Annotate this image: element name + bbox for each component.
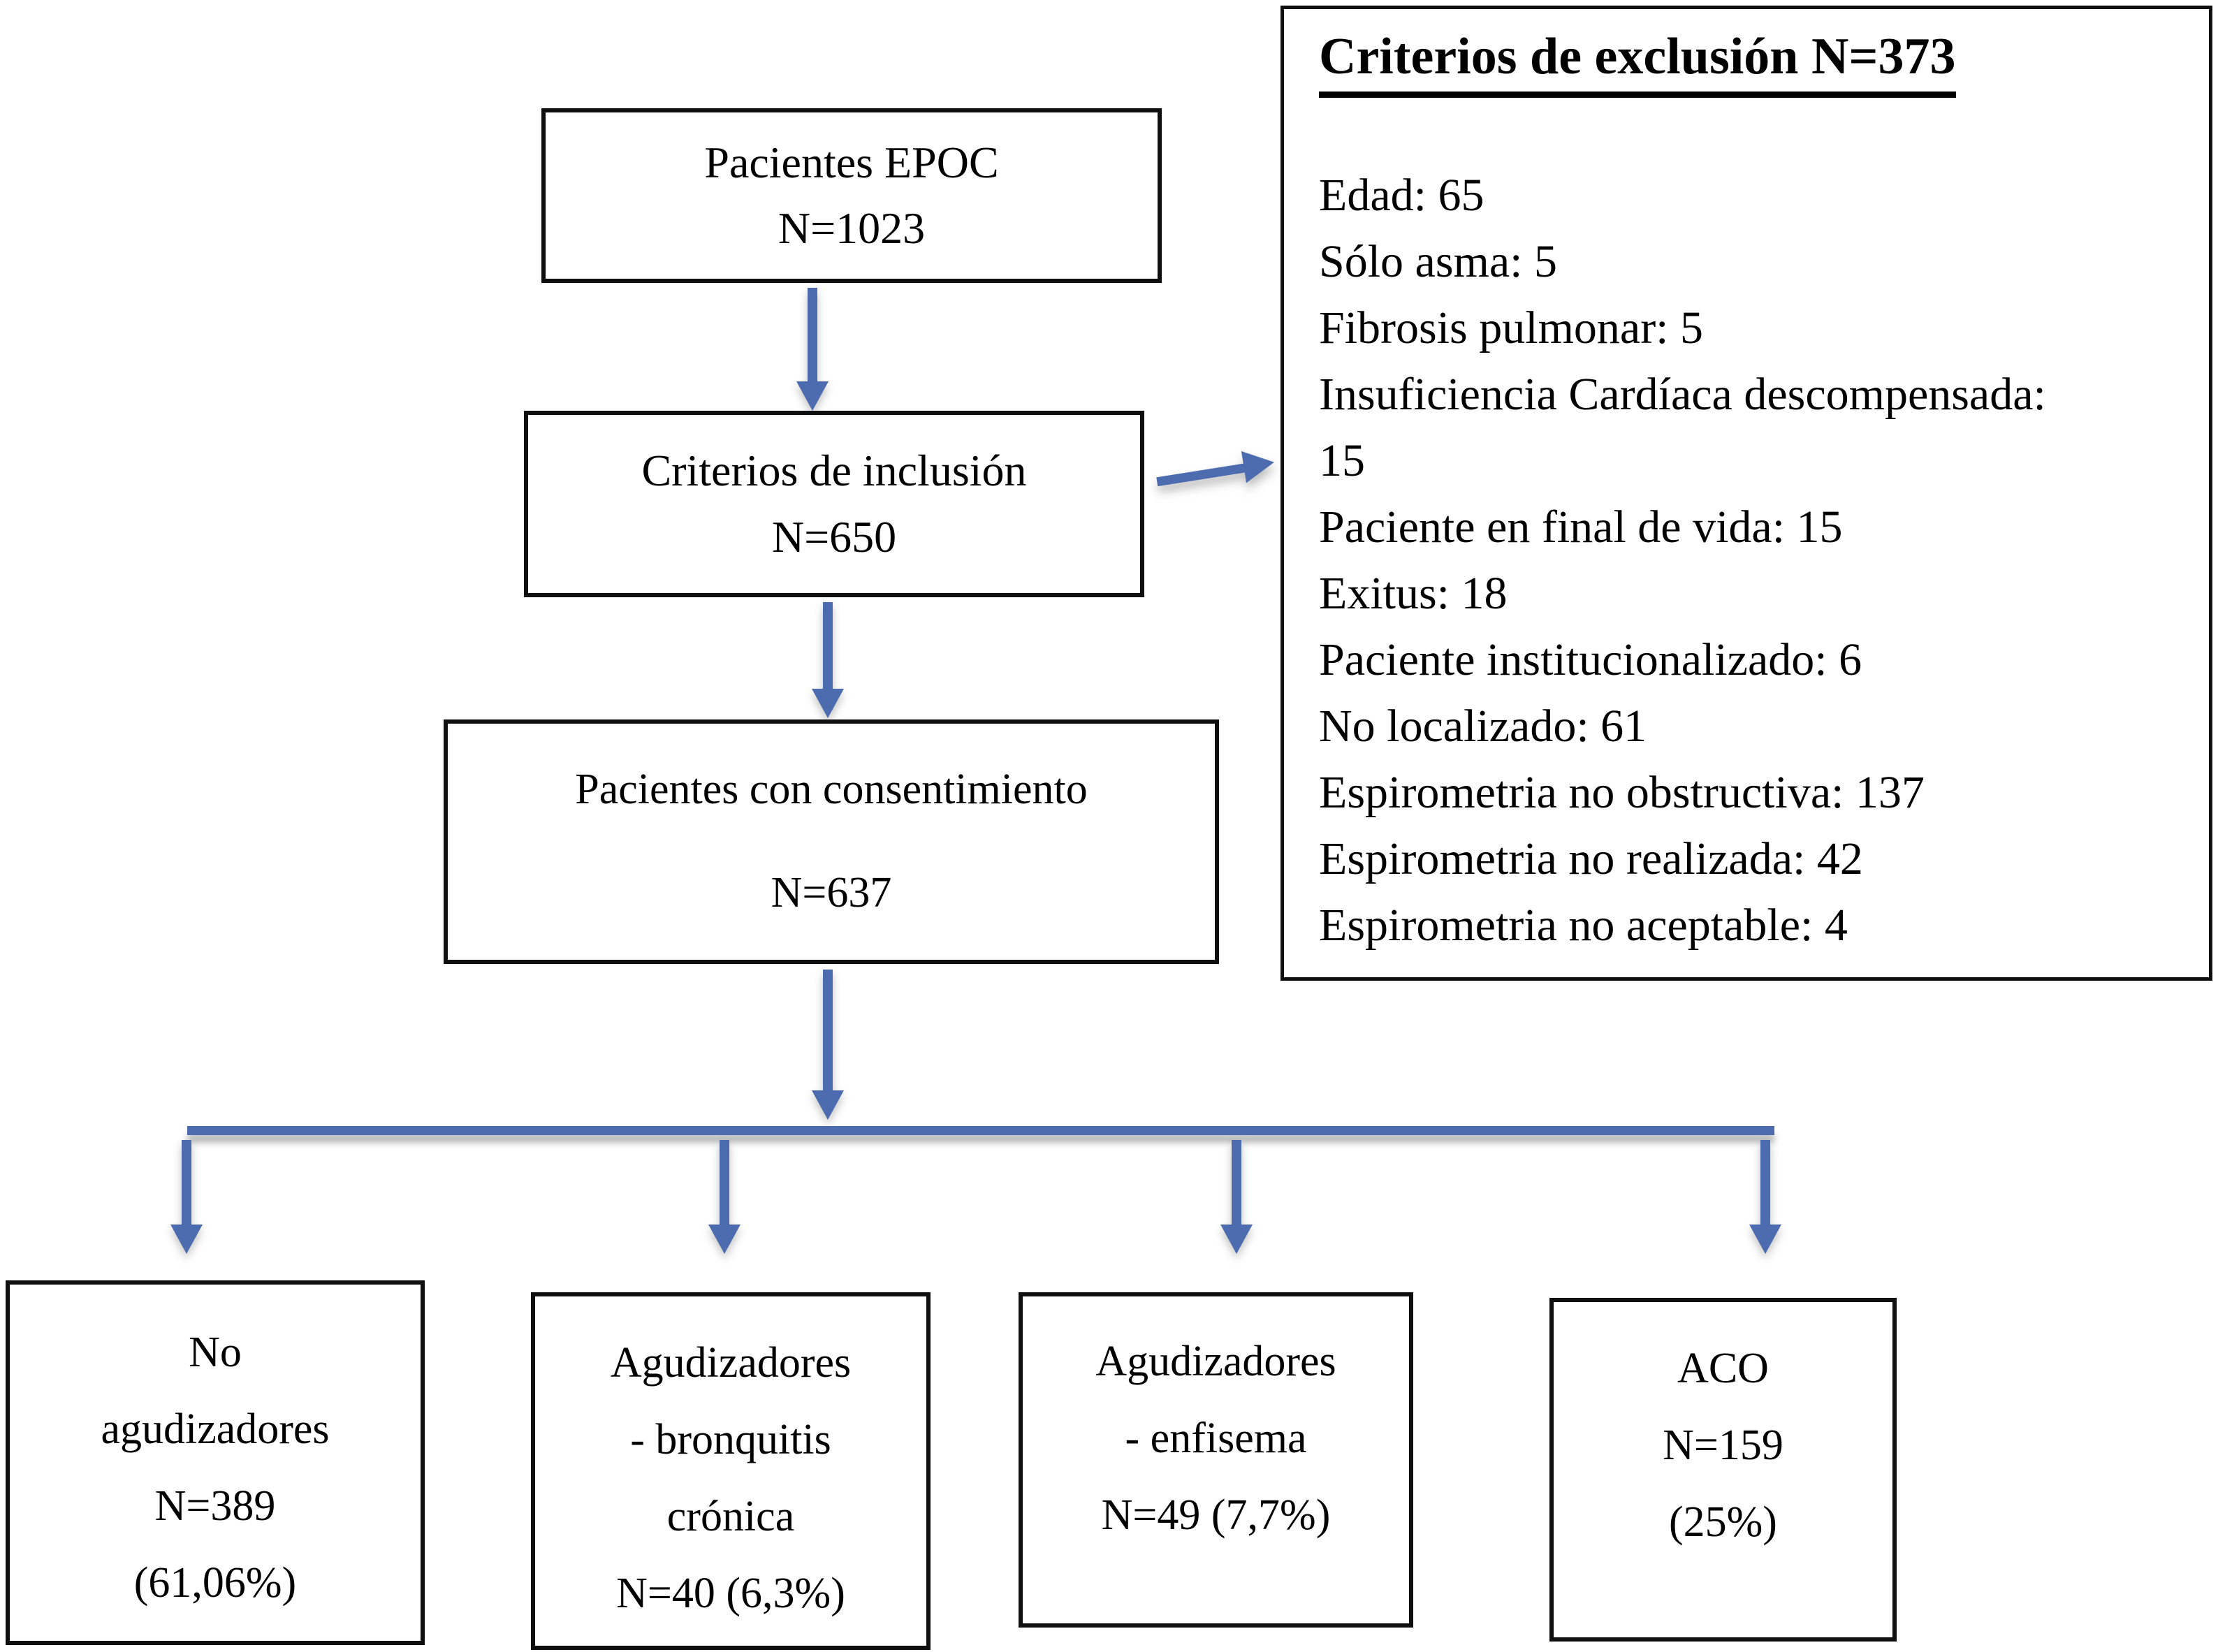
arrow-consent-to-branches-icon xyxy=(812,970,844,1120)
exclusion-item: Sólo asma: 5 xyxy=(1319,235,1557,287)
box-pacientes-consentimiento-label: Pacientes con consentimiento xyxy=(575,766,1088,814)
arrow-shaft xyxy=(1156,463,1248,487)
outcome-line: N=40 (6,3%) xyxy=(616,1570,845,1617)
exclusion-item: Exitus: 18 xyxy=(1319,567,1508,619)
box-pacientes-epoc-label: Pacientes EPOC xyxy=(704,137,999,187)
arrow-head-icon xyxy=(1220,1225,1253,1254)
box-pacientes-consentimiento: Pacientes con consentimiento N=637 xyxy=(444,719,1219,964)
exclusion-item: Insuficiencia Cardíaca descompensada: 15 xyxy=(1319,368,2046,486)
exclusion-item: Paciente institucionalizado: 6 xyxy=(1319,634,1862,685)
arrow-shaft xyxy=(808,288,817,383)
outcome-line: (61,06%) xyxy=(133,1559,297,1607)
arrow-inclusion-to-consent-icon xyxy=(812,602,844,718)
box-criterios-exclusion: Criterios de exclusión N=373 Edad: 65 Só… xyxy=(1281,6,2212,981)
outcome-line: (25%) xyxy=(1669,1498,1777,1546)
exclusion-item: Espirometria no aceptable: 4 xyxy=(1319,899,1848,951)
arrow-head-icon xyxy=(1749,1225,1781,1254)
arrow-branch-aco-icon xyxy=(1749,1140,1781,1254)
arrow-head-icon xyxy=(708,1225,740,1254)
arrow-shaft xyxy=(1760,1140,1770,1226)
outcome-line: agudizadores xyxy=(101,1405,330,1453)
exclusion-item: Fibrosis pulmonar: 5 xyxy=(1319,302,1704,353)
arrow-shaft xyxy=(182,1140,191,1226)
arrow-shaft xyxy=(823,970,833,1092)
outcome-line: N=49 (7,7%) xyxy=(1101,1491,1331,1539)
exclusion-item: Espirometria no obstructiva: 137 xyxy=(1319,766,1925,818)
outcome-line: ACO xyxy=(1677,1345,1769,1392)
exclusion-item: Paciente en final de vida: 15 xyxy=(1319,501,1843,553)
box-criterios-inclusion-count: N=650 xyxy=(771,511,897,562)
arrow-head-icon xyxy=(812,689,844,718)
arrow-branch-bronquitis-icon xyxy=(708,1140,740,1254)
box-pacientes-epoc: Pacientes EPOC N=1023 xyxy=(541,108,1162,283)
box-criterios-inclusion: Criterios de inclusión N=650 xyxy=(524,411,1144,597)
arrow-branch-no-agudizadores-icon xyxy=(170,1140,203,1254)
arrow-head-icon xyxy=(796,381,829,411)
exclusion-title: Criterios de exclusión N=373 xyxy=(1319,29,1956,98)
exclusion-item: Espirometria no realizada: 42 xyxy=(1319,833,1863,884)
box-no-agudizadores: No agudizadores N=389 (61,06%) xyxy=(6,1280,425,1645)
box-agudizadores-enfisema: Agudizadores - enfisema N=49 (7,7%) xyxy=(1019,1292,1413,1628)
box-agudizadores-bronquitis: Agudizadores - bronquitis crónica N=40 (… xyxy=(531,1292,931,1650)
outcome-line: - enfisema xyxy=(1125,1415,1307,1462)
arrow-inclusion-to-exclusion-icon xyxy=(1154,446,1277,497)
arrow-shaft xyxy=(1232,1140,1241,1226)
arrow-shaft xyxy=(823,602,833,690)
arrow-shaft xyxy=(720,1140,729,1226)
arrow-head-icon xyxy=(170,1225,203,1254)
arrow-head-icon xyxy=(1241,446,1277,483)
outcome-line: No xyxy=(189,1329,242,1376)
exclusion-list: Edad: 65 Sólo asma: 5 Fibrosis pulmonar:… xyxy=(1319,162,2094,958)
outcome-line: Agudizadores xyxy=(1095,1338,1336,1385)
arrow-epoc-to-inclusion-icon xyxy=(796,288,829,411)
outcome-line: - bronquitis xyxy=(630,1416,831,1463)
outcome-line: N=389 xyxy=(154,1482,276,1530)
exclusion-item: No localizado: 61 xyxy=(1319,700,1647,752)
box-criterios-inclusion-label: Criterios de inclusión xyxy=(641,446,1027,496)
outcome-line: Agudizadores xyxy=(610,1339,852,1387)
arrow-branch-enfisema-icon xyxy=(1220,1140,1253,1254)
branch-distribution-bar xyxy=(187,1126,1774,1135)
outcome-line: N=159 xyxy=(1663,1421,1783,1469)
exclusion-item: Edad: 65 xyxy=(1319,169,1484,221)
outcome-line: crónica xyxy=(666,1493,795,1540)
box-aco: ACO N=159 (25%) xyxy=(1549,1298,1897,1642)
box-pacientes-epoc-count: N=1023 xyxy=(778,203,926,253)
arrow-head-icon xyxy=(812,1090,844,1120)
box-pacientes-consentimiento-count: N=637 xyxy=(771,869,892,916)
